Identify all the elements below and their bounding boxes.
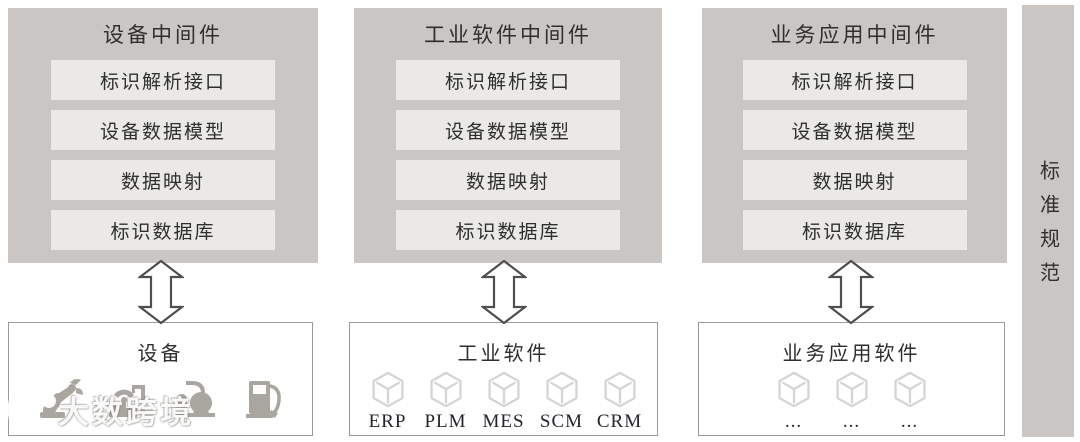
box-business-app-software: 业务应用软件 ... ... . <box>698 322 1005 436</box>
layer-data-mapping: 数据映射 <box>51 160 275 200</box>
software-item-crm: CRM <box>591 370 649 433</box>
panel-title: 工业软件中间件 <box>424 23 592 47</box>
layer-id-database: 标识数据库 <box>51 210 275 250</box>
layer-id-database: 标识数据库 <box>742 210 967 250</box>
panel-title: 业务应用中间件 <box>770 23 939 47</box>
software-item-other: ... <box>765 370 823 433</box>
software-label: PLM <box>424 411 467 432</box>
software-item-row: ERP PLM MES SC <box>350 366 657 433</box>
chemical-plant-icon <box>174 381 216 417</box>
layer-device-data-model: 设备数据模型 <box>51 110 275 150</box>
cube-icon <box>487 371 520 408</box>
software-item-other: ... <box>881 370 939 433</box>
standards-bar: 标准规范 <box>1022 5 1074 437</box>
software-label: MES <box>482 411 525 432</box>
panel-device-middleware: 设备中间件 标识解析接口 设备数据模型 数据映射 标识数据库 <box>8 8 318 263</box>
double-arrow-icon <box>481 259 527 325</box>
box-title: 设备 <box>137 343 184 365</box>
fuel-pump-icon <box>245 381 281 418</box>
cube-icon <box>603 371 636 408</box>
layer-id-resolution-interface: 标识解析接口 <box>742 60 967 100</box>
software-item-scm: SCM <box>533 370 591 433</box>
software-label: ... <box>900 411 919 432</box>
software-label: ERP <box>368 411 407 432</box>
panel-business-app-middleware: 业务应用中间件 标识解析接口 设备数据模型 数据映射 标识数据库 <box>702 8 1007 263</box>
software-item-erp: ERP <box>359 370 417 433</box>
panel-title: 设备中间件 <box>103 23 223 47</box>
layer-device-data-model: 设备数据模型 <box>742 110 967 150</box>
software-label: SCM <box>539 411 584 432</box>
software-label: ... <box>784 411 803 432</box>
software-item-other: ... <box>823 370 881 433</box>
cube-icon <box>835 371 868 408</box>
layer-data-mapping: 数据映射 <box>742 160 967 200</box>
layer-device-data-model: 设备数据模型 <box>396 110 620 150</box>
panel-industrial-software-middleware: 工业软件中间件 标识解析接口 设备数据模型 数据映射 标识数据库 <box>354 8 662 263</box>
layer-id-resolution-interface: 标识解析接口 <box>396 60 620 100</box>
software-item-mes: MES <box>475 370 533 433</box>
cube-icon <box>893 371 926 408</box>
double-arrow-icon <box>828 259 874 325</box>
device-icon-row <box>9 366 312 422</box>
box-industrial-software: 工业软件 ERP PLM MES <box>349 322 658 436</box>
software-item-plm: PLM <box>417 370 475 433</box>
software-item-row: ... ... ... <box>699 366 1004 433</box>
layer-data-mapping: 数据映射 <box>396 160 620 200</box>
signal-station-icon <box>108 385 145 417</box>
software-label: CRM <box>596 411 643 432</box>
box-title: 业务应用软件 <box>782 343 921 365</box>
layer-id-database: 标识数据库 <box>396 210 620 250</box>
standards-bar-label: 标准规范 <box>1036 160 1059 296</box>
cube-icon <box>777 371 810 408</box>
cube-icon <box>545 371 578 408</box>
cube-icon <box>371 371 404 408</box>
box-devices: 设备 <box>8 322 313 436</box>
double-arrow-icon <box>138 259 184 325</box>
software-label: ... <box>842 411 861 432</box>
cube-icon <box>429 371 462 408</box>
box-title: 工业软件 <box>457 343 550 365</box>
robot-arm-icon <box>40 379 83 418</box>
layer-id-resolution-interface: 标识解析接口 <box>51 60 275 100</box>
